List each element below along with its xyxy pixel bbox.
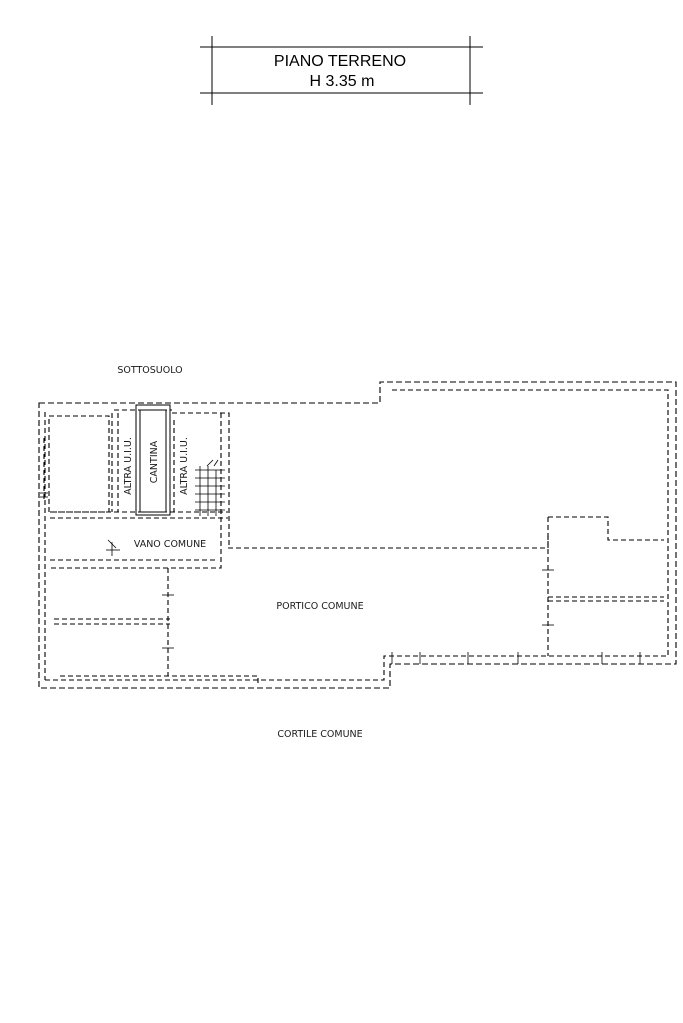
staircase xyxy=(195,459,225,516)
portico-walls xyxy=(54,516,664,676)
label-altra-uiu-left: ALTRA U.I.U. xyxy=(123,437,134,495)
label-altra-uiu-right: ALTRA U.I.U. xyxy=(179,437,190,495)
label-cantina: CANTINA xyxy=(149,440,160,483)
plan-title: PIANO TERRENO xyxy=(274,53,406,70)
title-block: PIANO TERRENO H 3.35 m xyxy=(200,36,483,105)
bottom-edge-details xyxy=(60,652,641,684)
cantina-room xyxy=(135,404,171,516)
label-vano-comune: VANO COMUNE xyxy=(134,539,206,550)
label-cortile-comune: CORTILE COMUNE xyxy=(277,729,362,740)
plan-height: H 3.35 m xyxy=(310,73,375,90)
outer-perimeter xyxy=(38,381,677,689)
label-portico-comune: PORTICO COMUNE xyxy=(276,601,363,612)
label-sottosuolo: SOTTOSUOLO xyxy=(117,365,182,376)
altra-uiu-walls xyxy=(111,413,175,512)
